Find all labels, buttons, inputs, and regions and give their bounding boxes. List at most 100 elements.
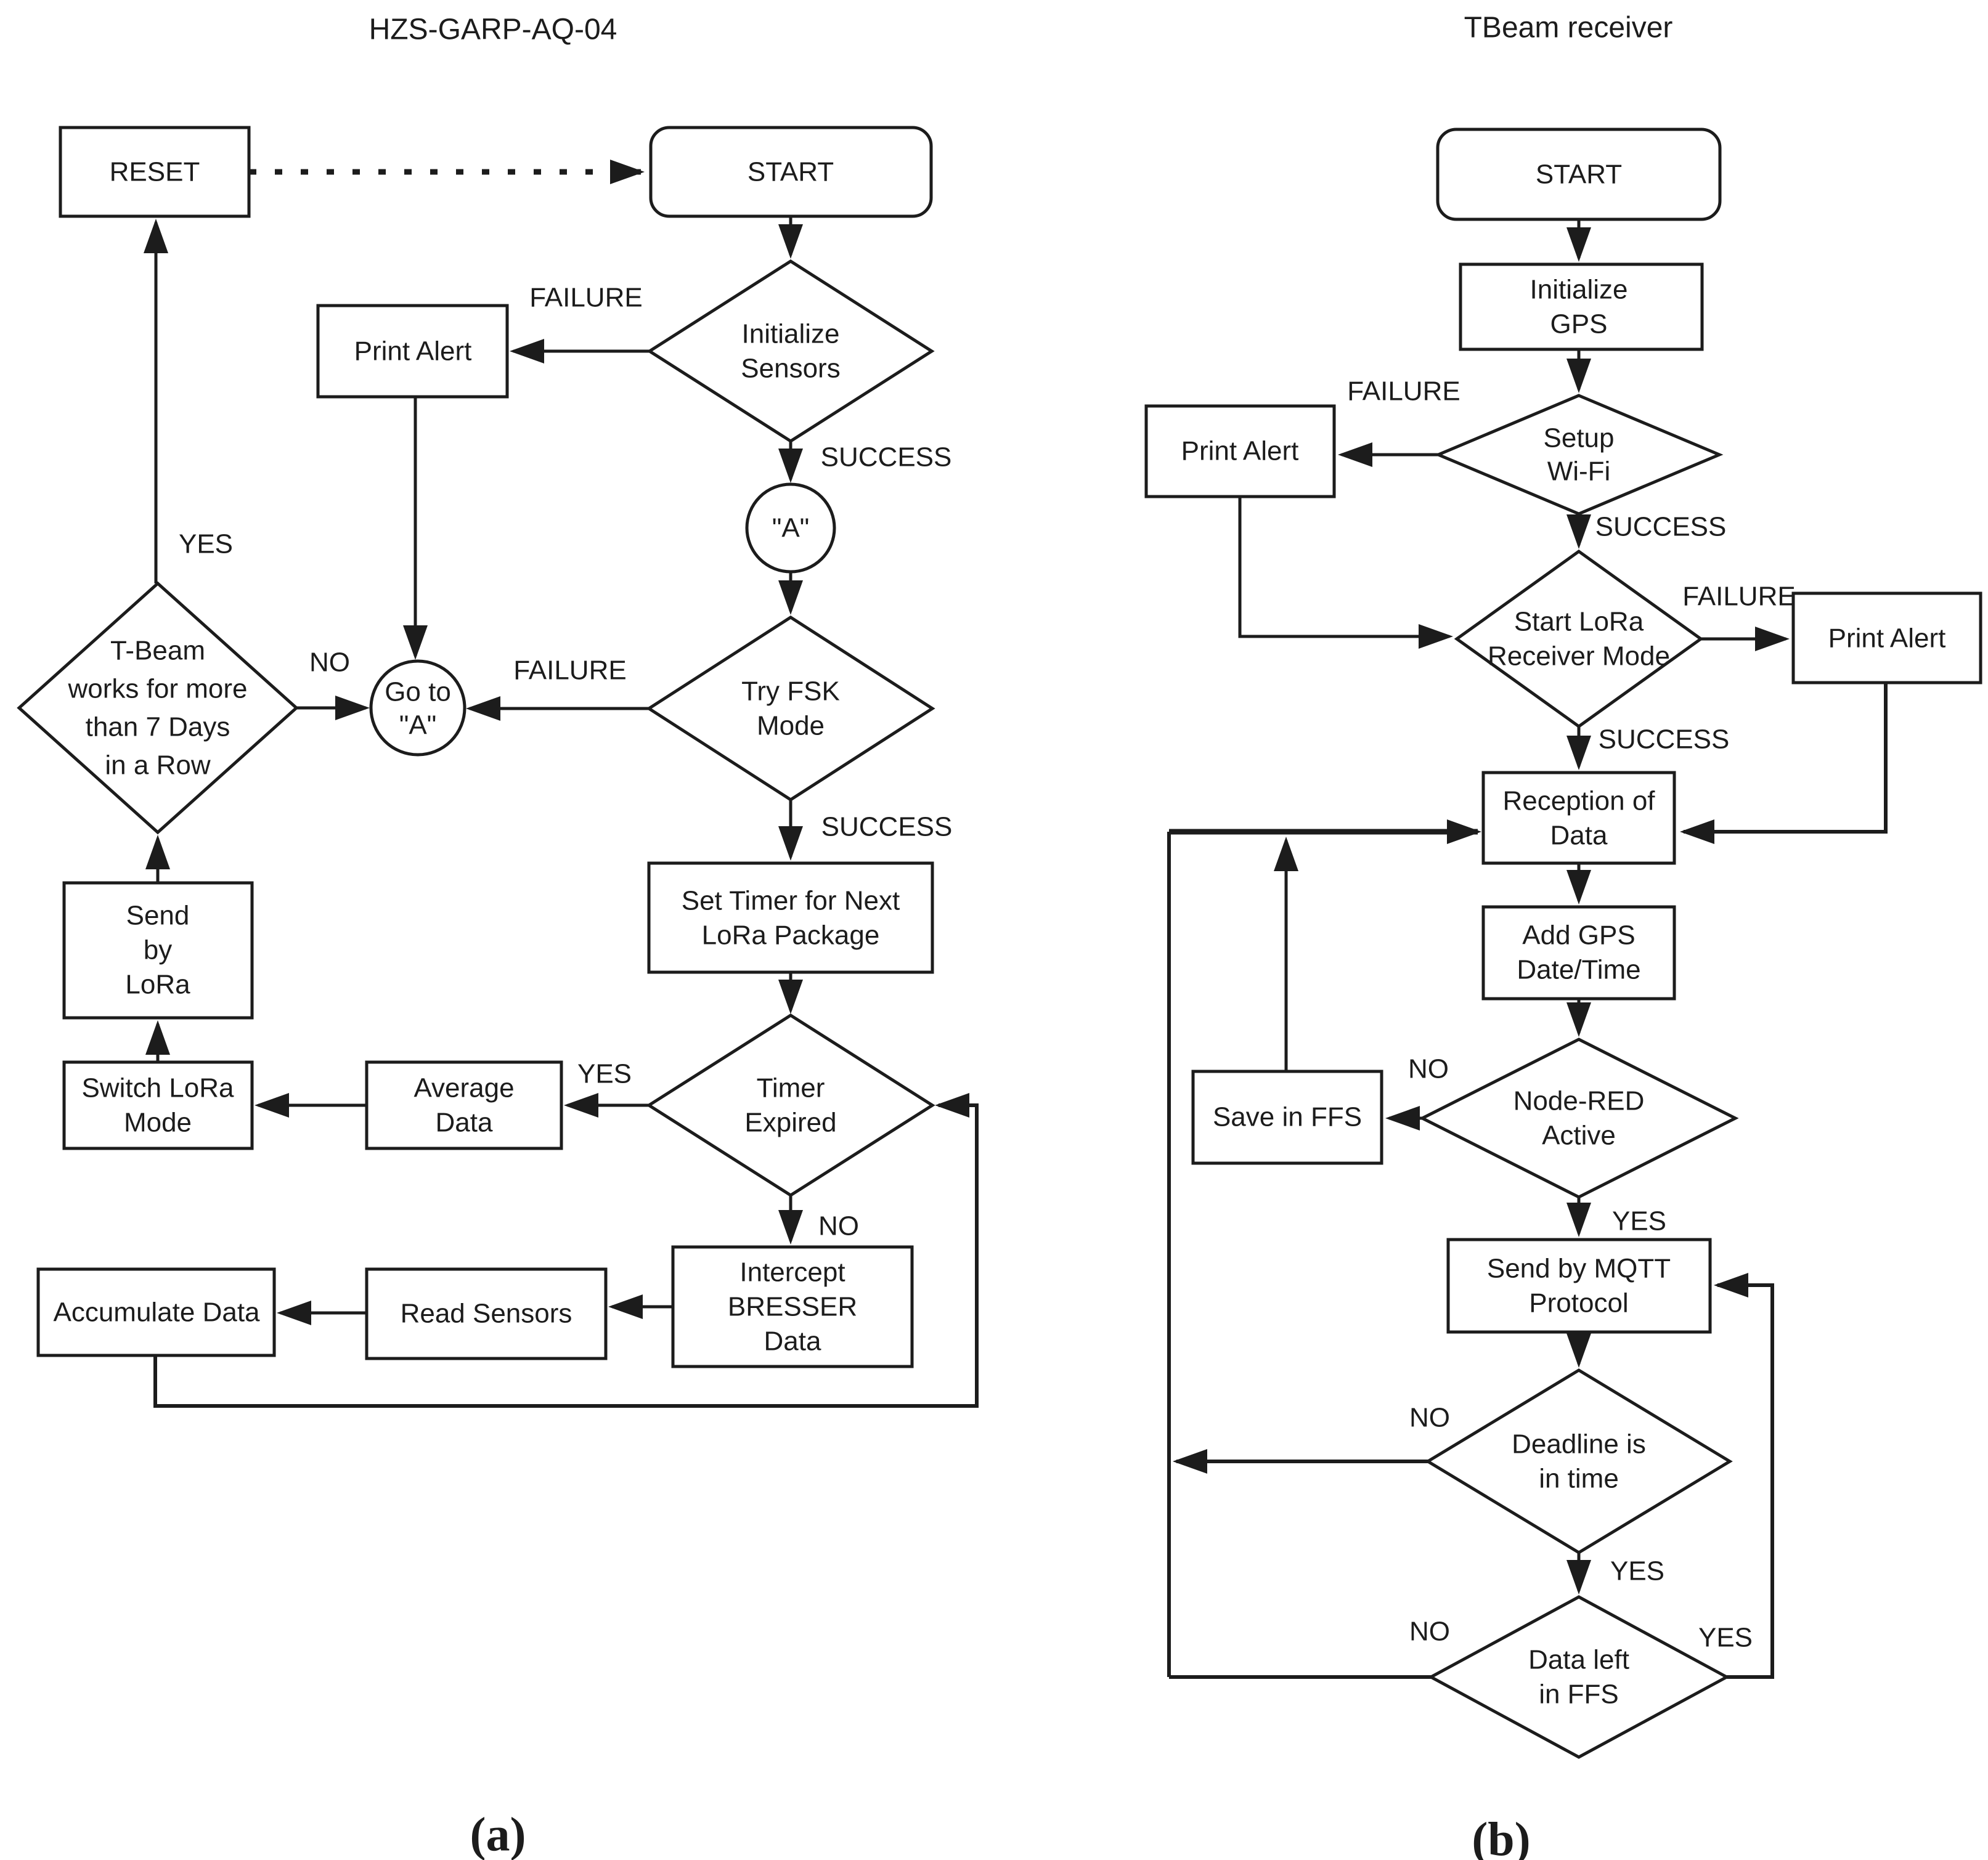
add-gps-box [1481, 905, 1676, 1001]
start-lora-line2: Receiver Mode [1488, 641, 1670, 672]
intercept-line1: Intercept [739, 1257, 845, 1288]
label-timer-no: NO [818, 1211, 859, 1241]
send-mqtt-box [1446, 1238, 1712, 1334]
reception-line2: Data [1550, 821, 1608, 851]
node-print-alert-a: Print Alert [316, 304, 509, 399]
node-print-alert-b-right: Print Alert [1791, 591, 1982, 684]
reception-box [1481, 771, 1676, 865]
node-node-red: Node-RED Active [1419, 1038, 1739, 1199]
node-a-connector: "A" [745, 482, 836, 574]
tbeam-line4: in a Row [105, 750, 210, 781]
read-sensors-label: Read Sensors [401, 1299, 572, 1329]
panel-a-title: HZS-GARP-AQ-04 [369, 14, 617, 46]
intercept-line2: BRESSER [728, 1292, 857, 1322]
node-red-line2: Active [1542, 1121, 1616, 1151]
node-intercept-bresser: Intercept BRESSER Data [671, 1245, 914, 1368]
tbeam-line1: T-Beam [110, 636, 205, 666]
tbeam-line3: than 7 Days [86, 712, 230, 742]
label-wifi-failure: FAILURE [1347, 376, 1460, 407]
print-alert-a-box [316, 304, 509, 399]
deadline-diamond [1425, 1368, 1733, 1554]
try-fsk-diamond [646, 615, 935, 802]
send-by-lora-line1: Send [126, 901, 190, 931]
label-deadline-no: NO [1409, 1403, 1450, 1433]
edge-print-alert-to-start-lora [1238, 497, 1453, 649]
goto-a-line1: Go to [385, 677, 451, 707]
node-accumulate-data: Accumulate Data [36, 1267, 276, 1357]
panel-a: HZS-GARP-AQ-04 FAILURE SUCCESS FAILURE S… [17, 14, 979, 1860]
caption-a: (a) [470, 1808, 526, 1860]
node-goto-a: Go to "A" [369, 659, 466, 757]
node-initialize-sensors: Initialize Sensors [646, 259, 935, 443]
goto-a-line2: "A" [399, 710, 437, 741]
label-dataleft-no: NO [1409, 1617, 1450, 1647]
node-reception: Reception of Data [1481, 771, 1676, 865]
print-alert-b-right-label: Print Alert [1828, 623, 1946, 654]
node-start-b: START [1436, 128, 1722, 221]
send-by-lora-box [62, 881, 254, 1020]
add-gps-line1: Add GPS [1522, 920, 1635, 951]
setup-wifi-line1: Setup [1544, 423, 1615, 453]
node-send-by-lora: Send by LoRa [62, 881, 254, 1020]
label-fsk-failure: FAILURE [513, 656, 626, 686]
edge-dataleft-yes-to-mqtt [1714, 1273, 1774, 1679]
timer-expired-diamond [646, 1013, 935, 1197]
setup-wifi-diamond [1434, 394, 1724, 516]
initialize-sensors-line2: Sensors [741, 354, 840, 384]
start-b-label: START [1536, 160, 1622, 190]
node-setup-wifi: Setup Wi-Fi [1434, 394, 1724, 516]
start-lora-diamond [1454, 549, 1704, 729]
init-gps-box [1459, 262, 1704, 351]
add-gps-line2: Date/Time [1517, 955, 1640, 985]
start-a-label: START [748, 157, 834, 187]
average-data-line2: Data [436, 1108, 493, 1138]
label-timer-yes: YES [577, 1059, 632, 1089]
node-read-sensors: Read Sensors [365, 1267, 608, 1360]
node-save-ffs: Save in FFS [1191, 1070, 1383, 1165]
try-fsk-line1: Try FSK [741, 676, 840, 707]
edge-print-alert-right-to-reception [1680, 683, 1888, 844]
print-alert-b-right-box [1791, 591, 1982, 684]
set-timer-box [647, 861, 934, 974]
reset-label: RESET [110, 157, 200, 187]
switch-lora-line1: Switch LoRa [81, 1073, 234, 1103]
set-timer-line2: LoRa Package [702, 920, 880, 951]
a-connector-label: "A" [772, 513, 810, 543]
switch-lora-line2: Mode [124, 1108, 192, 1138]
deadline-line2: in time [1539, 1464, 1619, 1494]
send-by-lora-line2: by [144, 935, 172, 965]
node-start-lora: Start LoRa Receiver Mode [1454, 549, 1704, 729]
label-lora-success: SUCCESS [1599, 725, 1730, 755]
switch-lora-box [62, 1060, 254, 1150]
timer-expired-line2: Expired [744, 1108, 836, 1138]
send-mqtt-line1: Send by MQTT [1487, 1254, 1671, 1284]
panel-b: TBeam receiver FAILURE SUCCESS FAILURE S… [1144, 12, 1982, 1860]
panel-b-title: TBeam receiver [1464, 12, 1673, 44]
node-red-line1: Node-RED [1513, 1086, 1645, 1116]
average-data-line1: Average [413, 1073, 514, 1103]
node-timer-expired: Timer Expired [646, 1013, 935, 1197]
node-set-timer: Set Timer for Next LoRa Package [647, 861, 934, 974]
node-red-diamond [1419, 1038, 1739, 1199]
save-ffs-box [1191, 1070, 1383, 1165]
start-a-box [649, 126, 933, 218]
label-init-success: SUCCESS [821, 442, 952, 473]
timer-expired-line1: Timer [757, 1073, 825, 1103]
accumulate-data-label: Accumulate Data [53, 1298, 260, 1328]
label-fsk-success: SUCCESS [821, 812, 953, 842]
node-print-alert-b-left: Print Alert [1144, 404, 1336, 498]
start-lora-line1: Start LoRa [1514, 607, 1644, 637]
a-connector-circle [745, 482, 836, 574]
label-tbeam-no: NO [309, 648, 350, 678]
label-deadline-yes: YES [1610, 1556, 1664, 1586]
label-nodered-no: NO [1408, 1054, 1449, 1084]
node-try-fsk: Try FSK Mode [646, 615, 935, 802]
node-average-data: Average Data [365, 1060, 563, 1150]
data-left-diamond [1427, 1595, 1730, 1759]
initialize-sensors-diamond [646, 259, 935, 443]
setup-wifi-line2: Wi-Fi [1547, 457, 1611, 487]
initialize-sensors-line1: Initialize [742, 319, 840, 349]
edge-accumulate-loop-to-timer [153, 1093, 979, 1408]
send-by-lora-line3: LoRa [125, 970, 190, 1000]
